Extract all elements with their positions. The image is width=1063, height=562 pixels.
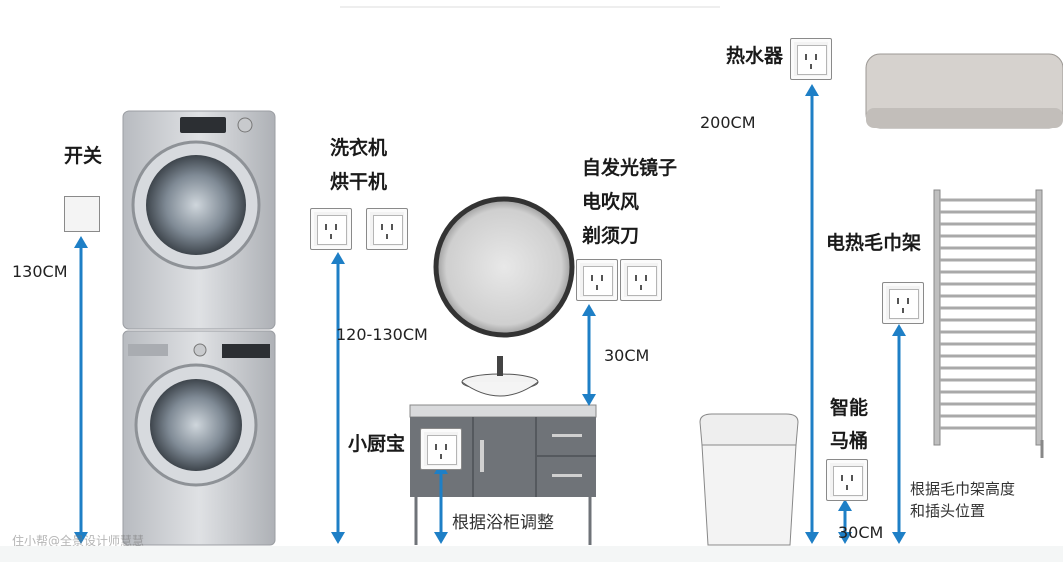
mirror-socket-left bbox=[576, 259, 618, 301]
mirror-offset-label: 30CM bbox=[604, 346, 650, 365]
washer-height-label: 120-130CM bbox=[336, 325, 428, 344]
wall-heater-unit bbox=[865, 53, 1063, 129]
smart-toilet bbox=[699, 413, 799, 546]
heated-towel-rack bbox=[933, 189, 1044, 458]
towel-note-line2: 和插头位置 bbox=[910, 502, 986, 520]
mirror-label: 自发光镜子 bbox=[582, 157, 678, 179]
towel-rack-label: 电热毛巾架 bbox=[826, 232, 922, 254]
light-switch bbox=[64, 196, 100, 232]
toilet-label-line1: 智能 bbox=[830, 397, 869, 419]
water-heater-socket bbox=[790, 38, 832, 80]
washing-machine-upper bbox=[122, 110, 276, 330]
towel-rack-socket bbox=[882, 282, 924, 324]
water-heater-label: 热水器 bbox=[726, 45, 784, 67]
height-arrows bbox=[74, 84, 906, 544]
washing-machine-lower bbox=[122, 330, 276, 546]
kitchen-treasure-label: 小厨宝 bbox=[348, 433, 406, 455]
heater-height-label: 200CM bbox=[700, 113, 756, 132]
washer-label: 洗衣机 bbox=[330, 137, 388, 159]
top-divider bbox=[340, 6, 720, 8]
switch-height-label: 130CM bbox=[12, 262, 68, 281]
shaver-label: 剃须刀 bbox=[582, 225, 640, 247]
kitchen-treasure-socket bbox=[420, 428, 462, 470]
round-mirror bbox=[433, 196, 575, 338]
washer-socket bbox=[310, 208, 352, 250]
toilet-height-label: 30CM bbox=[838, 523, 884, 542]
bottom-band bbox=[0, 546, 1063, 562]
watermark: 住小帮@全景设计师慧慧 bbox=[12, 534, 145, 548]
switch-label: 开关 bbox=[64, 145, 103, 167]
cabinet-adjust-note: 根据浴柜调整 bbox=[452, 513, 554, 533]
toilet-socket bbox=[826, 459, 868, 501]
dryer-socket bbox=[366, 208, 408, 250]
toilet-label-line2: 马桶 bbox=[830, 430, 869, 452]
mirror-socket-right bbox=[620, 259, 662, 301]
hair-dryer-label: 电吹风 bbox=[582, 191, 640, 213]
towel-note-line1: 根据毛巾架高度 bbox=[910, 480, 1016, 498]
dryer-label: 烘干机 bbox=[330, 171, 388, 193]
